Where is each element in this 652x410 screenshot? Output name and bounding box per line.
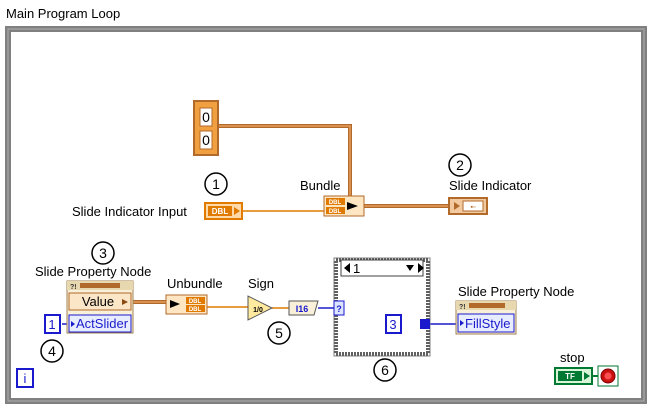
stop-label: stop: [560, 350, 585, 365]
constant-3[interactable]: 3: [385, 314, 402, 334]
svg-text:DBL: DBL: [329, 200, 342, 206]
loop-condition-terminal[interactable]: [597, 365, 619, 387]
to-i16-function[interactable]: I16: [288, 300, 319, 316]
svg-text:i: i: [24, 371, 27, 386]
case-selector-terminal: ?: [336, 304, 342, 314]
svg-text:1: 1: [48, 317, 55, 332]
property-node-2-label: Slide Property Node: [458, 284, 574, 299]
array-constant[interactable]: 0 0: [193, 100, 219, 156]
property-value: Value: [82, 294, 114, 309]
property-node-2[interactable]: ?! FillStyle: [455, 300, 517, 335]
bundle-label: Bundle: [300, 178, 340, 193]
svg-text:3: 3: [389, 317, 396, 332]
svg-text:3: 3: [99, 245, 107, 261]
slide-indicator-terminal[interactable]: ▪▫: [448, 197, 488, 215]
svg-text:I16: I16: [296, 304, 309, 314]
svg-text:DBL: DBL: [189, 307, 202, 313]
svg-text:4: 4: [48, 343, 56, 359]
callout-1: 1: [204, 172, 228, 196]
array-value-1: 0: [202, 109, 210, 125]
callout-2: 2: [448, 153, 472, 177]
case-selector-value: 1: [353, 261, 360, 276]
bundle-node[interactable]: DBL DBL: [323, 195, 365, 217]
svg-text:▪▫: ▪▫: [471, 204, 476, 211]
slide-indicator-label: Slide Indicator: [449, 178, 532, 193]
callout-3: 3: [91, 241, 115, 265]
svg-text:1: 1: [212, 176, 220, 192]
svg-text:1/0: 1/0: [253, 307, 263, 314]
while-loop[interactable]: [5, 26, 647, 404]
wires: [62, 124, 598, 377]
svg-text:DBL: DBL: [212, 207, 229, 216]
slide-input-label: Slide Indicator Input: [72, 204, 187, 219]
property-actslider: ActSlider: [76, 316, 129, 331]
sign-label: Sign: [248, 276, 274, 291]
callout-5: 5: [267, 321, 291, 345]
svg-text:5: 5: [275, 325, 283, 341]
svg-text:?!: ?!: [459, 304, 466, 311]
property-node-1-label: Slide Property Node: [35, 264, 151, 279]
stop-button-terminal[interactable]: TF: [554, 367, 593, 385]
property-fillstyle: FillStyle: [465, 316, 511, 331]
svg-text:DBL: DBL: [329, 209, 342, 215]
svg-text:6: 6: [381, 362, 389, 378]
slide-input-terminal[interactable]: DBL: [204, 202, 243, 220]
callout-6: 6: [373, 358, 397, 382]
svg-text:TF: TF: [565, 372, 575, 381]
svg-text:2: 2: [456, 157, 464, 173]
sign-function[interactable]: 1/0: [247, 295, 274, 321]
array-value-2: 0: [202, 132, 210, 148]
svg-text:?!: ?!: [70, 284, 77, 291]
unbundle-label: Unbundle: [167, 276, 223, 291]
constant-1[interactable]: 1: [44, 314, 61, 334]
case-structure[interactable]: 1 ?: [333, 257, 431, 357]
loop-title: Main Program Loop: [6, 6, 120, 21]
iteration-terminal[interactable]: i: [16, 368, 34, 388]
unbundle-node[interactable]: DBL DBL: [165, 294, 208, 315]
property-node-1[interactable]: ?! Value ActSlider: [66, 280, 134, 334]
svg-text:DBL: DBL: [189, 299, 202, 305]
callout-4: 4: [40, 339, 64, 363]
